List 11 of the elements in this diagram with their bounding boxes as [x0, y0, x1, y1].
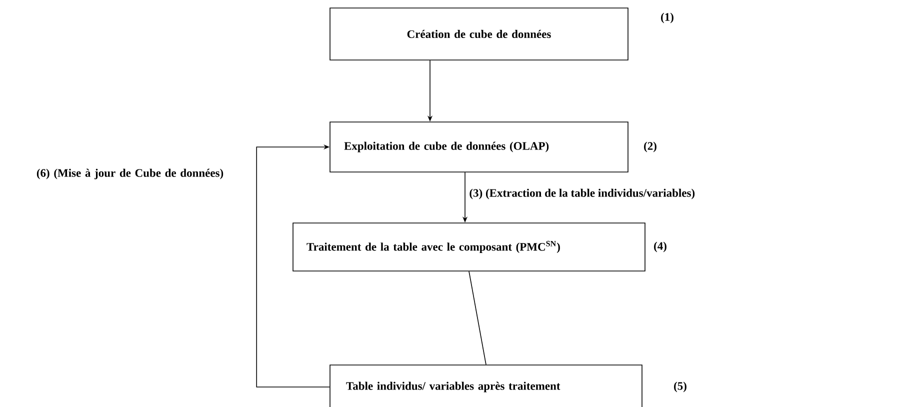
process-box: Création de cube de données: [330, 8, 628, 60]
edge-label: (3) (Extraction de la table individus/variables): [470, 188, 695, 200]
process-box: Traitement de la table avec le composant (PMC$^{SN}$): [292, 222, 646, 272]
edge-label: (6) (Mise à jour de Cube de données): [36, 168, 224, 180]
arrow: [256, 144, 330, 388]
step-number: (5): [674, 382, 686, 392]
process-box: Table individus/ variables après traitement: [330, 364, 642, 407]
step-number: (2): [644, 142, 656, 152]
step-number: (1): [661, 12, 674, 24]
step-number: (4): [654, 242, 666, 252]
process-box: Exploitation de cube de données (OLAP): [330, 122, 628, 172]
